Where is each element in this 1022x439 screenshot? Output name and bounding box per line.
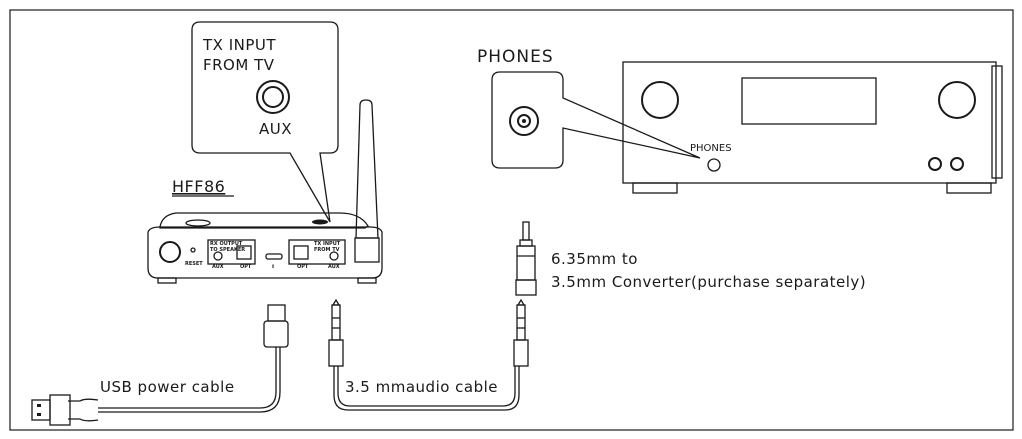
svg-text:⇕: ⇕ bbox=[271, 264, 275, 270]
phones-jack-icon bbox=[509, 106, 539, 136]
usb-cable-label: USB power cable bbox=[100, 378, 235, 396]
tx-callout-port: AUX bbox=[259, 120, 292, 138]
tx-opt-label: OPT bbox=[297, 264, 309, 270]
power-button-icon bbox=[159, 241, 181, 263]
rx-aux-label: AUX bbox=[212, 264, 224, 270]
usb-c-port-icon bbox=[265, 253, 283, 260]
amp-left-knob-icon bbox=[641, 81, 679, 119]
rx-optical-port-icon bbox=[236, 245, 252, 260]
amp-display bbox=[741, 77, 877, 125]
amplifier: PHONES bbox=[622, 61, 1003, 194]
tx-input-callout: TX INPUT FROM TV AUX bbox=[191, 21, 339, 223]
usb-power-cable bbox=[31, 304, 289, 426]
converter-label-line2: 3.5mm Converter(purchase separately) bbox=[551, 273, 866, 291]
amp-phones-label: PHONES bbox=[690, 143, 732, 154]
usb-c-plug-icon bbox=[267, 304, 286, 322]
audio-cable-label: 3.5 mmaudio cable bbox=[345, 378, 498, 396]
converter-adapter-icon bbox=[515, 221, 537, 296]
phones-callout-title: PHONES bbox=[477, 47, 554, 67]
aux-jack-icon bbox=[256, 80, 290, 114]
device-model-label: HFF86 bbox=[172, 177, 225, 196]
converter-label-line1: 6.35mm to bbox=[551, 250, 638, 268]
rx-output-label2: TO SPEAKER bbox=[210, 247, 245, 253]
rx-opt-label: OPT bbox=[240, 264, 252, 270]
tx-aux-jack-icon bbox=[329, 251, 339, 261]
amp-button-icon bbox=[928, 157, 942, 171]
phones-callout bbox=[491, 71, 701, 169]
amp-phones-jack-icon bbox=[707, 158, 721, 172]
tx-input-label1: TX INPUT bbox=[314, 241, 341, 247]
tx-aux-label: AUX bbox=[328, 264, 340, 270]
tx-callout-line2: FROM TV bbox=[203, 56, 275, 74]
tx-optical-port-icon bbox=[293, 245, 309, 260]
audio-cable bbox=[328, 298, 529, 411]
diagram-border bbox=[9, 9, 1014, 431]
amp-right-knob-icon bbox=[938, 81, 976, 119]
tx-callout-line1: TX INPUT bbox=[202, 36, 276, 54]
rx-output-label1: RX OUTPUT bbox=[210, 241, 243, 247]
tx-input-label2: FROM TV bbox=[314, 247, 340, 253]
rx-aux-jack-icon bbox=[213, 251, 223, 261]
reset-label: RESET bbox=[185, 261, 203, 267]
amp-button-icon bbox=[950, 157, 964, 171]
hff86-transmitter: RESET RX OUTPUT TO SPEAKER AUX OPT ⇕ TX … bbox=[147, 99, 383, 284]
usb-a-plug-icon bbox=[49, 394, 71, 426]
